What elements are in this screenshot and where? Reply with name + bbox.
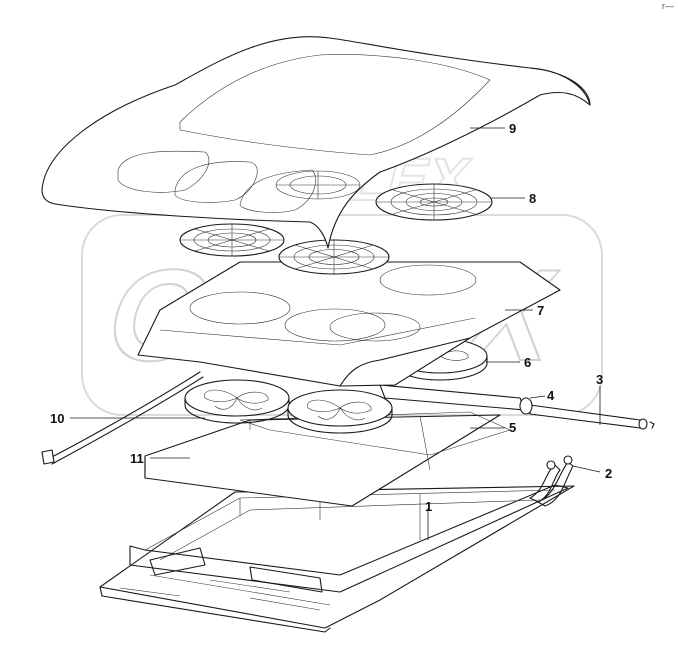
grille-left bbox=[179, 223, 285, 257]
callout-11: 11 bbox=[130, 451, 144, 466]
callout-2: 2 bbox=[605, 466, 612, 481]
callout-8: 8 bbox=[529, 191, 536, 206]
part-tray bbox=[239, 411, 511, 456]
corner-mark: r— bbox=[662, 1, 674, 11]
part-left-cable bbox=[41, 371, 204, 465]
part-grilles bbox=[179, 183, 493, 275]
callout-6: 6 bbox=[524, 355, 531, 370]
part-rod bbox=[379, 384, 655, 430]
grille-upper-right bbox=[375, 183, 493, 221]
callout-4: 4 bbox=[547, 388, 555, 403]
part-base-frame bbox=[99, 484, 575, 633]
callout-1: 1 bbox=[425, 499, 432, 514]
leader-lines bbox=[70, 127, 601, 540]
callout-9: 9 bbox=[509, 121, 516, 136]
callout-7: 7 bbox=[537, 303, 544, 318]
leader-2 bbox=[572, 465, 601, 473]
callout-3: 3 bbox=[596, 372, 603, 387]
leader-4 bbox=[529, 395, 546, 399]
fan-left bbox=[184, 379, 290, 424]
part-top-cover bbox=[41, 36, 591, 249]
fan-center bbox=[287, 389, 393, 434]
callout-labels: 1 2 3 4 5 6 7 8 9 10 11 bbox=[50, 121, 612, 514]
callout-10: 10 bbox=[50, 411, 64, 426]
grille-center bbox=[278, 239, 390, 275]
part-lower-plate bbox=[144, 414, 501, 507]
callout-5: 5 bbox=[509, 420, 516, 435]
part-middle-housing bbox=[137, 261, 561, 387]
